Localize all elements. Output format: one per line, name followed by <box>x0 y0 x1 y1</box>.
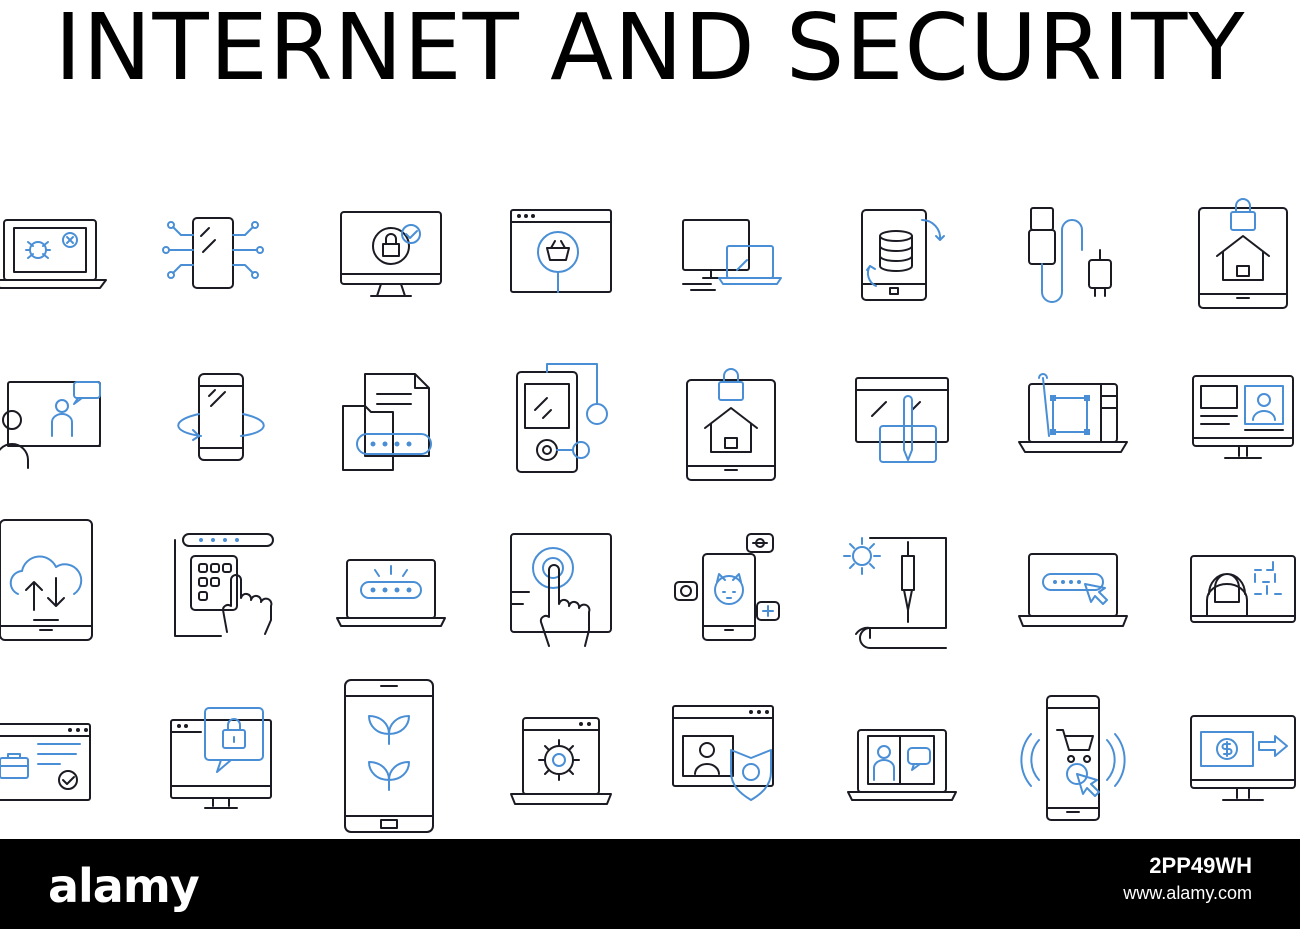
tablet-lock-home-icon <box>671 360 791 481</box>
monitor-lock-chat-icon <box>161 700 281 820</box>
book-settings-pen-icon <box>842 530 962 650</box>
tablet-cloud-transfer-icon <box>0 519 112 641</box>
laptop-ebook-icon <box>842 700 962 820</box>
monitor-lock-check-icon <box>331 190 451 310</box>
brand-logo: alamy <box>48 859 200 913</box>
monitor-money-transfer-icon <box>1183 700 1300 820</box>
tablet-database-sync-icon <box>842 190 962 310</box>
media-player-earphones-icon <box>501 360 621 480</box>
folder-password-icon <box>331 360 451 480</box>
tablet-lock-home-icon <box>1183 190 1300 310</box>
laptop-password-icon <box>331 530 451 650</box>
usb-cable-charger-icon <box>1013 190 1133 310</box>
browser-user-shield-icon <box>671 700 791 820</box>
smartphone-rotate-icon <box>161 360 281 480</box>
footer-bar: alamy 2PP49WH www.alamy.com <box>0 839 1300 929</box>
smartphone-cart-click-icon <box>1013 695 1133 821</box>
desktop-laptop-icon <box>671 190 791 310</box>
monitor-graphics-tablet-icon <box>842 360 962 480</box>
image-id: 2PP49WH <box>1149 853 1252 878</box>
laptop-bug-icon <box>0 190 110 310</box>
smartphone-social-icon <box>671 530 791 650</box>
keypad-password-icon <box>161 520 281 640</box>
monitor-profile-icon <box>1183 360 1300 480</box>
site-url: www.alamy.com <box>1123 883 1252 903</box>
monitor-hacker-icon <box>1183 530 1300 650</box>
smartphone-leaves-icon <box>331 679 451 833</box>
smartphone-circuit-icon <box>153 190 273 310</box>
video-conference-icon <box>0 360 110 480</box>
icon-grid <box>0 170 1300 840</box>
image-id-box: 2PP49WH www.alamy.com <box>1123 853 1252 904</box>
laptop-design-tool-icon <box>1013 360 1133 480</box>
laptop-gear-icon <box>501 700 621 820</box>
laptop-login-cursor-icon <box>1013 530 1133 650</box>
page-title: INTERNET AND SECURITY <box>54 0 1246 101</box>
touchscreen-tap-icon <box>501 530 621 650</box>
browser-shopping-basket-icon <box>501 190 621 310</box>
browser-briefcase-check-icon <box>0 700 110 820</box>
